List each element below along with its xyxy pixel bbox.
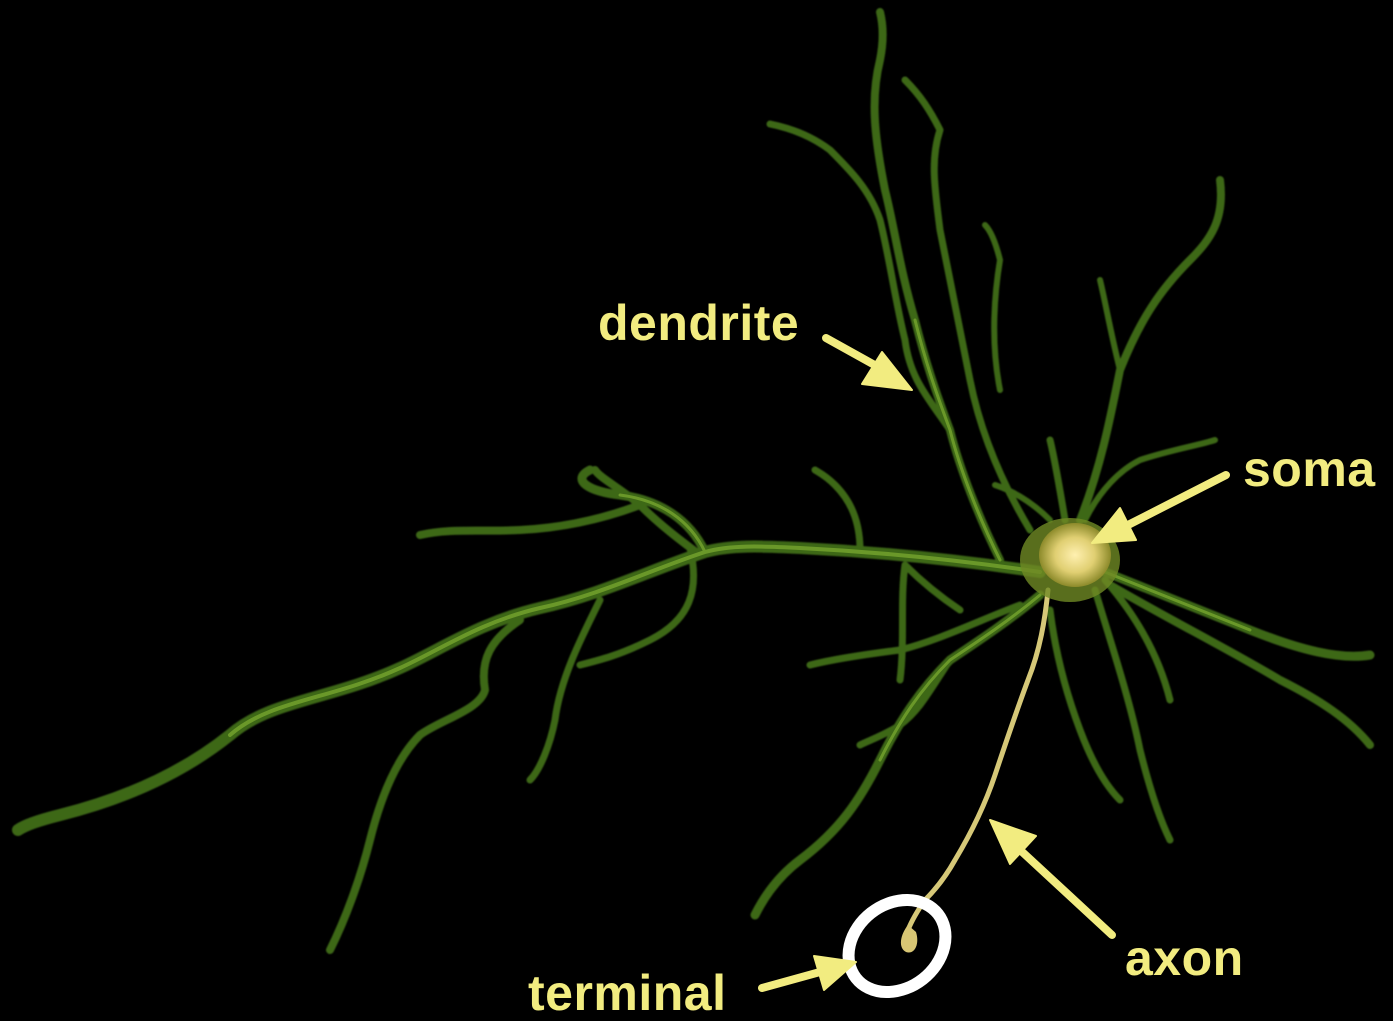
label-dendrite: dendrite (598, 295, 799, 351)
label-axon: axon (1125, 930, 1244, 986)
label-terminal: terminal (528, 965, 727, 1021)
label-soma: soma (1243, 441, 1376, 497)
